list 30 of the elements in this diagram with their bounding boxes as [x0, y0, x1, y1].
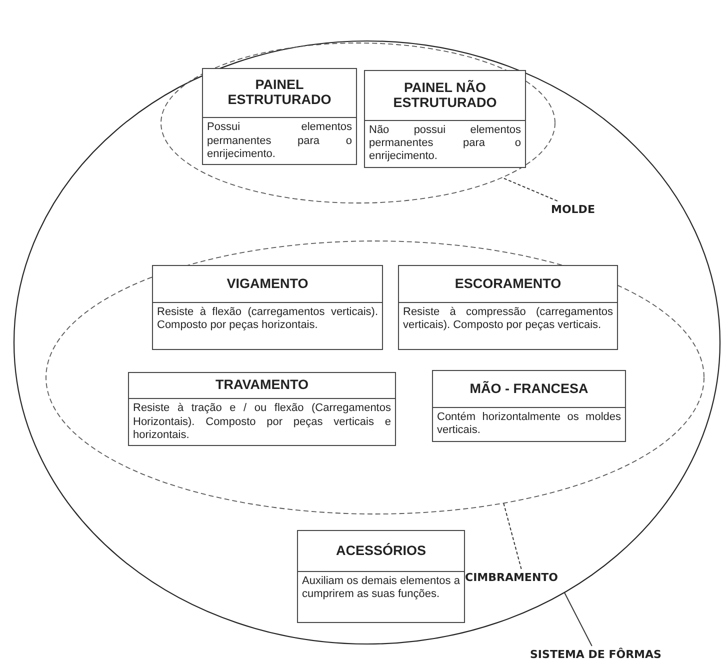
- card-description: Contém horizontalmente os moldes verticais.: [436, 410, 622, 438]
- definition-card: [432, 370, 626, 442]
- leader-line: [564, 592, 592, 646]
- card-description: Possui elementos permanentes para o enrijecimento.: [206, 120, 353, 162]
- definition-card: [202, 68, 357, 165]
- definition-card: [297, 530, 465, 623]
- leader-line: [502, 177, 558, 202]
- card-heading: PAINEL ESTRUTURADO: [203, 69, 356, 118]
- card-heading: TRAVAMENTO: [129, 373, 395, 400]
- set-label: SISTEMA DE FÔRMAS: [530, 648, 664, 664]
- card-description: Resiste à tração e / ou flexão (Carregamentos Horizontais). Composto por peças verticais e horizontais.: [132, 401, 392, 443]
- card-heading: ESCORAMENTO: [399, 266, 617, 303]
- card-description: Não possui elementos permanentes para o enrijecimento.: [368, 123, 522, 164]
- ellipse-outline: [160, 42, 556, 204]
- ellipse-outline: [13, 40, 721, 645]
- set-label: MOLDE: [551, 203, 611, 219]
- set-label: CIMBRAMENTO: [465, 571, 583, 587]
- definition-card: [152, 265, 383, 350]
- card-description: Resiste à compressão (carregamentos verticais). Composto por peças verticais.: [402, 305, 614, 334]
- card-heading: ACESSÓRIOS: [298, 531, 464, 572]
- definition-card: [364, 70, 526, 168]
- card-heading: MÃO - FRANCESA: [433, 371, 625, 408]
- definition-card: [128, 372, 396, 446]
- card-description: Auxiliam os demais elementos a cumprirem as suas funções.: [301, 574, 461, 602]
- definition-card: [398, 265, 618, 350]
- card-description: Resiste à flexão (carregamentos verticais). Composto por peças horizontais.: [156, 305, 379, 334]
- ellipse-outline: [45, 240, 705, 515]
- leader-line: [503, 502, 522, 570]
- card-heading: PAINEL NÃO ESTRUTURADO: [365, 71, 525, 121]
- card-heading: VIGAMENTO: [153, 266, 382, 303]
